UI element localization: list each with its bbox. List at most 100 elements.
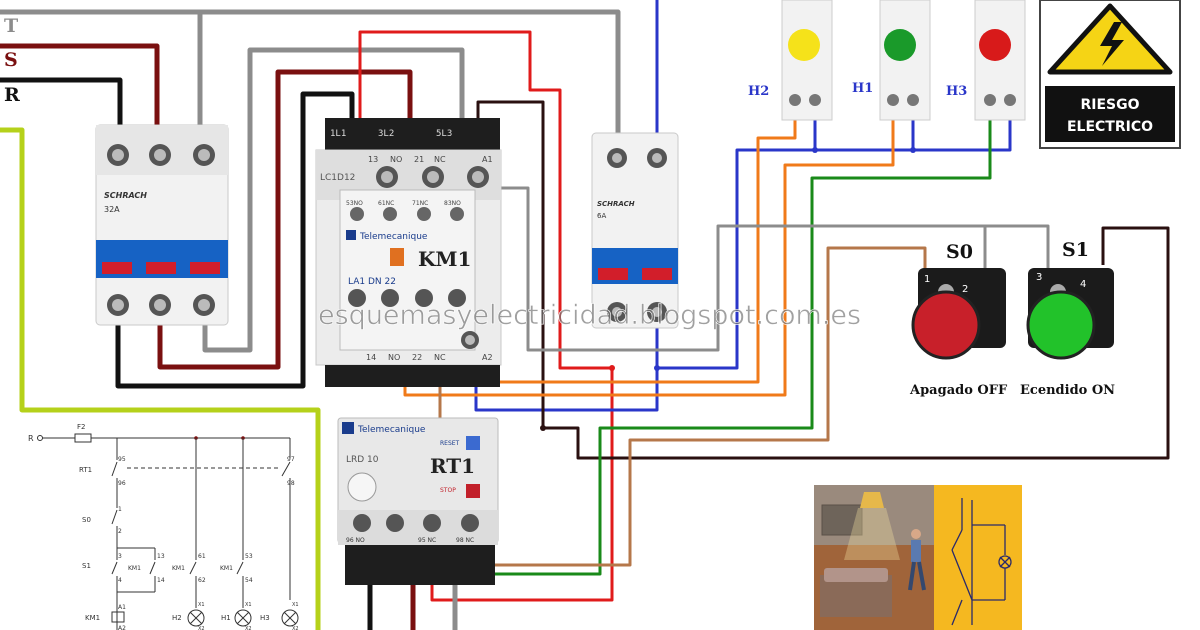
- relay-stop: STOP: [440, 487, 456, 494]
- schem-km1-c: KM1: [220, 565, 233, 572]
- relay-stop-button[interactable]: [466, 484, 480, 498]
- contactor-aux-top-no: NO: [390, 155, 402, 164]
- schem-53: 53: [245, 553, 253, 560]
- wire-s-main: [0, 43, 160, 125]
- lamp-h2-light: [788, 29, 820, 61]
- main-breaker: SCHRACH 32A: [95, 124, 229, 326]
- wire-grey-control: [458, 186, 1050, 352]
- contactor-model: LC1D12: [320, 173, 355, 183]
- wire-t-ctrl: [200, 9, 621, 140]
- schem-s1: S1: [82, 562, 91, 570]
- room-illustration: [814, 485, 1022, 630]
- contactor-aux-bottom-nc: NC: [434, 353, 446, 362]
- schem-r: R: [28, 434, 34, 443]
- pilot-lamps: H2 H1 H3: [748, 0, 1026, 121]
- contactor-terminal-3: 5L3: [436, 129, 452, 139]
- schem-54: 54: [245, 577, 253, 584]
- schem-h3: H3: [260, 614, 270, 622]
- button-s0-pin-1: 1: [924, 274, 930, 285]
- button-s1-pin-3: 3: [1036, 272, 1042, 283]
- on-button[interactable]: [1026, 290, 1096, 360]
- schem-x2-b: X2: [245, 626, 252, 630]
- schem-a2: A2: [118, 625, 126, 630]
- button-s0-pin-2: 2: [962, 284, 968, 295]
- schem-14: 14: [157, 577, 165, 584]
- schem-x2-c: X2: [292, 626, 299, 630]
- schem-lamp-h3-icon: [281, 609, 299, 627]
- contactor-terminal-2: 3L2: [378, 129, 394, 139]
- button-s0-assembly: S0 1 2 Apagado OFF: [909, 241, 1008, 398]
- schem-s0: S0: [82, 516, 91, 524]
- schem-98: 98: [287, 480, 295, 487]
- button-s0-caption: Apagado OFF: [909, 383, 1008, 398]
- relay-reset-button[interactable]: [466, 436, 480, 450]
- contactor-aux-bottom-22: 22: [412, 353, 422, 362]
- button-s1-label: S1: [1062, 239, 1089, 261]
- wire-grey-bridge: [202, 47, 465, 353]
- contactor-brand: Telemecanique: [359, 232, 428, 242]
- lightning-bolt-icon: [1100, 22, 1124, 66]
- contactor-aux-83: 83NO: [444, 200, 461, 207]
- button-s1-assembly: S1 3 4 Ecendido ON: [1020, 239, 1115, 398]
- relay-model: LRD 10: [346, 455, 379, 465]
- contactor-aux-top-a1: A1: [482, 155, 493, 164]
- contactor-aux-top-13: 13: [368, 155, 378, 164]
- two-way-switch-diagram: [951, 498, 1012, 626]
- junction-blue-1: [654, 365, 660, 371]
- schem-rt1: RT1: [79, 466, 92, 474]
- control-schematic: R F2 95 RT1 96 97 98 S0 1 2 3 S1 4 13: [28, 423, 299, 630]
- lamp-h1: H1: [852, 0, 931, 121]
- warning-sign: RIESGO ELECTRICO: [1039, 0, 1181, 149]
- lamp-h2: H2: [748, 0, 833, 121]
- schem-97: 97: [287, 456, 295, 463]
- relay-dial[interactable]: [347, 472, 377, 502]
- contactor-aux-bottom-a2: A2: [482, 353, 493, 362]
- button-s1-caption: Ecendido ON: [1020, 383, 1115, 398]
- schem-lamp-h2-icon: [187, 609, 205, 627]
- schem-f2: F2: [77, 423, 85, 431]
- schem-62: 62: [198, 577, 206, 584]
- schem-2: 2: [118, 528, 122, 535]
- schem-x1-c: X1: [292, 602, 299, 608]
- person-icon: [908, 529, 926, 591]
- off-button[interactable]: [911, 290, 981, 360]
- contactor-aux-top-nc: NC: [434, 155, 446, 164]
- wire-blue-lamps: [657, 110, 1012, 370]
- phase-label-s: S: [4, 49, 18, 71]
- contactor-aux-top-21: 21: [414, 155, 424, 164]
- contactor-aux-61: 61NC: [378, 200, 394, 207]
- phase-label-r: R: [4, 84, 20, 106]
- schem-coil: [111, 611, 125, 623]
- schem-fuse: [74, 433, 92, 443]
- schem-h2: H2: [172, 614, 182, 622]
- contactor-km1: 1L1 3L2 5L3 13 NO 21 NC A1 LC1D12 53NO 6…: [315, 118, 502, 387]
- lamp-h3-light: [979, 29, 1011, 61]
- junction-blue-2: [812, 147, 818, 153]
- schem-96: 96: [118, 480, 126, 487]
- junction-red-1: [609, 365, 615, 371]
- warning-line-1: RIESGO: [1080, 97, 1139, 113]
- button-s0-label: S0: [946, 241, 973, 263]
- schem-lamp-h1-icon: [234, 609, 252, 627]
- schem-km1-a: KM1: [128, 565, 141, 572]
- schem-x1-b: X1: [245, 602, 252, 608]
- control-breaker-brand: SCHRACH: [597, 200, 635, 208]
- schem-4: 4: [118, 577, 122, 584]
- lamp-h3-label: H3: [946, 84, 967, 99]
- schem-h1: H1: [221, 614, 231, 622]
- schem-x2-a: X2: [198, 626, 205, 630]
- relay-terminal-95: 95 NC: [418, 537, 436, 544]
- relay-terminal-96: 96 NO: [346, 537, 365, 544]
- thermal-relay-rt1: Telemecanique RESET LRD 10 RT1 STOP 96 N…: [337, 417, 499, 585]
- wire-darkred-bridge: [157, 69, 413, 370]
- lamp-h1-label: H1: [852, 81, 873, 96]
- contactor-aux-bottom-14: 14: [366, 353, 376, 362]
- main-breaker-rating: 32A: [104, 205, 120, 214]
- wire-earth: [0, 127, 321, 630]
- main-breaker-top-screws: [107, 144, 215, 166]
- wire-r-main: [0, 77, 123, 125]
- ceiling-lamp-icon: [860, 492, 884, 508]
- main-breaker-brand: SCHRACH: [104, 191, 147, 200]
- contactor-aux-71: 71NC: [412, 200, 428, 207]
